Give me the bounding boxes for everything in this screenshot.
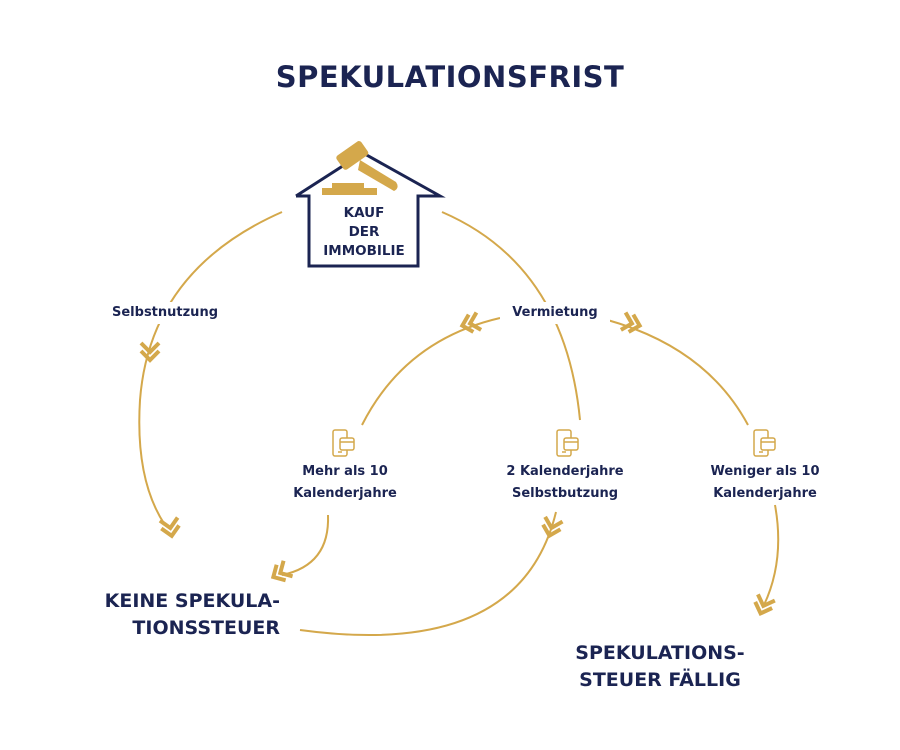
- outcome-keine-steuer: KEINE SPEKULA- TIONSSTEUER: [104, 590, 280, 639]
- page-title: SPEKULATIONSFRIST: [275, 60, 625, 94]
- arc-selbstnutzung: [138, 211, 283, 526]
- arc-to-weniger: [599, 317, 749, 426]
- gavel-icon: [322, 141, 398, 195]
- arrow-icon: [157, 515, 183, 540]
- arrow-icon: [750, 592, 777, 619]
- start-node-label: KAUF DER IMMOBILIE: [323, 205, 405, 259]
- arc-vermietung: [441, 211, 581, 421]
- condition-weniger-als-10: Weniger als 10 Kalenderjahre: [710, 464, 820, 501]
- house-icon: [295, 151, 446, 268]
- arc-weniger-to-faellig: [763, 504, 780, 606]
- branch-selbstnutzung: Selbstnutzung: [100, 302, 230, 324]
- outcome-steuer-faellig: SPEKULATIONS- STEUER FÄLLIG: [575, 642, 745, 691]
- condition-2-kalenderjahre: 2 Kalenderjahre Selbstbutzung: [506, 464, 624, 501]
- arrow-icon: [538, 514, 565, 540]
- arc-mehr-to-keine: [281, 514, 330, 576]
- condition-mehr-als-10: Mehr als 10 Kalenderjahre: [293, 464, 397, 501]
- arc-2jahre-to-keine: [299, 511, 557, 637]
- arc-to-mehr: [361, 317, 501, 426]
- branch-vermietung: Vermietung: [500, 302, 610, 324]
